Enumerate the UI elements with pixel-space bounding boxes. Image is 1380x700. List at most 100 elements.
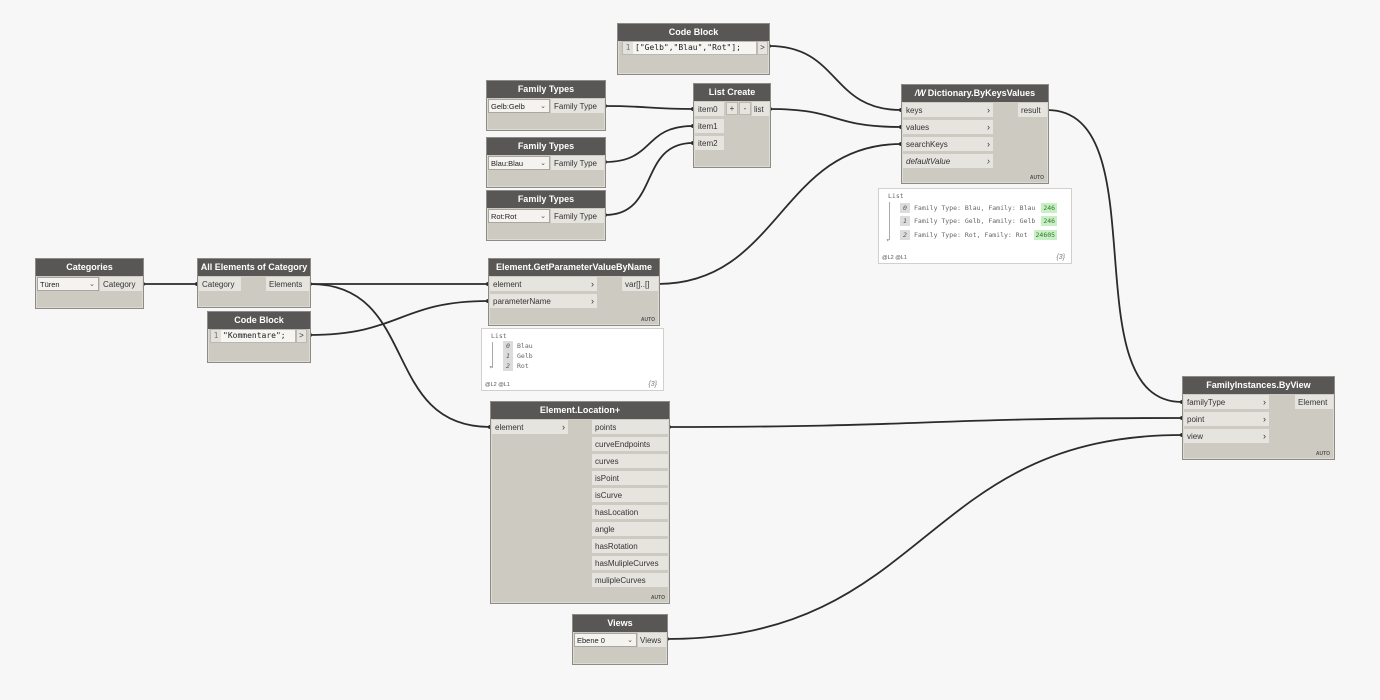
chevron-right-icon: › — [1263, 397, 1266, 407]
input-port-point[interactable]: point› — [1184, 412, 1269, 427]
chevron-right-icon: › — [987, 105, 990, 115]
code-text[interactable]: "Kommentare"; — [223, 331, 286, 340]
family-type-dropdown[interactable]: Blau:Blau⌄ — [488, 156, 550, 170]
output-port[interactable]: > — [296, 329, 307, 343]
views-node[interactable]: Views Ebene 0⌄ Views — [572, 614, 668, 665]
list-item-text: Family Type: Blau, Family: Blau — [914, 204, 1036, 212]
output-port-haslocation[interactable]: hasLocation — [592, 505, 668, 520]
node-title[interactable]: Code Block — [208, 312, 310, 329]
categories-node[interactable]: Categories Türen ⌄ Category — [35, 258, 144, 309]
node-title[interactable]: All Elements of Category — [198, 259, 310, 276]
element-location-node[interactable]: Element.Location+ element› points curveE… — [490, 401, 670, 604]
output-port-result[interactable]: result — [1018, 103, 1047, 118]
input-port-item0[interactable]: item0 — [695, 102, 724, 117]
node-title[interactable]: Views — [573, 615, 667, 632]
input-port-searchkeys[interactable]: searchKeys › — [903, 137, 993, 152]
family-type-dropdown[interactable]: Rot:Rot⌄ — [488, 209, 550, 223]
input-port-familytype[interactable]: familyType› — [1184, 395, 1269, 410]
list-index: 2 — [900, 230, 910, 240]
element-id-badge[interactable]: 24605 — [1033, 230, 1058, 240]
list-create-node[interactable]: List Create item0 item1 item2 + - list — [693, 83, 771, 168]
family-types-node[interactable]: Family Types Gelb:Gelb⌄ Family Type — [486, 80, 606, 131]
familyinstances-byview-node[interactable]: FamilyInstances.ByView familyType› point… — [1182, 376, 1335, 460]
output-port-ispoint[interactable]: isPoint — [592, 471, 668, 486]
category-dropdown[interactable]: Türen ⌄ — [37, 277, 99, 291]
output-port[interactable]: Category — [100, 277, 142, 292]
output-port[interactable]: Family Type — [551, 99, 604, 114]
output-port-angle[interactable]: angle — [592, 522, 668, 537]
code-block-node[interactable]: Code Block 1["Gelb","Blau","Rot"]; > — [617, 23, 770, 75]
dropdown-value: Ebene 0 — [577, 636, 605, 645]
node-title[interactable]: Element.GetParameterValueByName — [489, 259, 659, 276]
input-port-view[interactable]: view› — [1184, 429, 1269, 444]
port-label: view — [1187, 432, 1204, 441]
output-port-element[interactable]: Element — [1295, 395, 1333, 410]
output-port-curveendpoints[interactable]: curveEndpoints — [592, 437, 668, 452]
dropdown-value: Gelb:Gelb — [491, 102, 525, 111]
list-levels[interactable]: @L2 @L1 — [882, 255, 907, 261]
chevron-down-icon: ⌄ — [89, 281, 95, 288]
input-port-defaultvalue[interactable]: defaultValue› — [903, 154, 993, 169]
output-port[interactable]: Views — [638, 633, 666, 648]
output-port-hasmuliplecurves[interactable]: hasMulipleCurves — [592, 556, 668, 571]
input-port-item2[interactable]: item2 — [695, 136, 724, 151]
node-title[interactable]: Family Types — [487, 138, 605, 155]
add-input-button[interactable]: + — [726, 102, 738, 115]
output-port-muliplecurves[interactable]: mulipleCurves — [592, 573, 668, 588]
input-port-element[interactable]: element› — [490, 277, 597, 292]
node-title[interactable]: List Create — [694, 84, 770, 101]
input-port-parametername[interactable]: parameterName› — [490, 294, 597, 309]
get-parameter-value-node[interactable]: Element.GetParameterValueByName element›… — [488, 258, 660, 326]
output-port-hasrotation[interactable]: hasRotation — [592, 539, 668, 554]
view-dropdown[interactable]: Ebene 0⌄ — [574, 633, 637, 647]
output-port-points[interactable]: points — [592, 420, 668, 435]
node-title[interactable]: Code Block — [618, 24, 769, 41]
code-editor[interactable]: 1"Kommentare"; — [210, 329, 296, 343]
node-title[interactable]: Family Types — [487, 81, 605, 98]
output-port-elements[interactable]: Elements — [266, 277, 309, 292]
input-port-item1[interactable]: item1 — [695, 119, 724, 134]
output-port[interactable]: > — [757, 41, 768, 55]
dropdown-value: Türen — [40, 280, 60, 289]
port-label: keys — [906, 106, 923, 115]
output-port[interactable]: Family Type — [551, 209, 604, 224]
list-item-text: Blau — [517, 342, 533, 350]
family-type-dropdown[interactable]: Gelb:Gelb⌄ — [488, 99, 550, 113]
output-port[interactable]: Family Type — [551, 156, 604, 171]
node-title[interactable]: Family Types — [487, 191, 605, 208]
input-port-element[interactable]: element› — [492, 420, 568, 435]
chevron-right-icon: › — [987, 139, 990, 149]
all-elements-of-category-node[interactable]: All Elements of Category Category Elemen… — [197, 258, 311, 308]
remove-input-button[interactable]: - — [739, 102, 751, 115]
wire-codeblock-to-keys — [768, 45, 902, 111]
code-text[interactable]: ["Gelb","Blau","Rot"]; — [635, 43, 741, 52]
node-title-text: Dictionary.ByKeysValues — [927, 88, 1036, 98]
element-id-badge[interactable]: 246 — [1041, 203, 1058, 213]
dropdown-value: Rot:Rot — [491, 212, 517, 221]
node-title[interactable]: FamilyInstances.ByView — [1183, 377, 1334, 394]
input-port-keys[interactable]: keys › — [903, 103, 993, 118]
output-port[interactable]: list — [752, 102, 769, 117]
input-port-category[interactable]: Category — [199, 277, 241, 292]
output-port[interactable]: var[]..[] — [622, 277, 658, 292]
code-editor[interactable]: 1["Gelb","Blau","Rot"]; — [622, 41, 757, 55]
node-title[interactable]: Element.Location+ — [491, 402, 669, 419]
input-port-values[interactable]: values› — [903, 120, 993, 135]
element-id-badge[interactable]: 246 — [1041, 216, 1058, 226]
family-types-node[interactable]: Family Types Blau:Blau⌄ Family Type — [486, 137, 606, 188]
family-types-node[interactable]: Family Types Rot:Rot⌄ Family Type — [486, 190, 606, 241]
output-port-curves[interactable]: curves — [592, 454, 668, 469]
node-title[interactable]: Categories — [36, 259, 143, 276]
output-port-iscurve[interactable]: isCurve — [592, 488, 668, 503]
lacing-label: AUTO — [1029, 175, 1044, 181]
code-block-node[interactable]: Code Block 1"Kommentare"; > — [207, 311, 311, 363]
list-levels[interactable]: @L2 @L1 — [485, 382, 510, 388]
port-label: searchKeys — [906, 140, 948, 149]
